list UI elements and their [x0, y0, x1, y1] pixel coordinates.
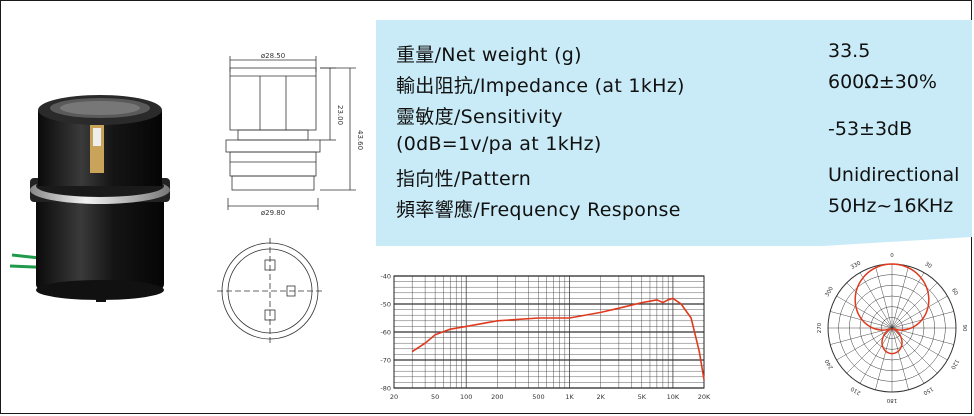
polar-angle-label: 30 [923, 261, 932, 270]
polar-angle-label: 180 [886, 397, 897, 403]
polar-angle-label: 330 [850, 260, 863, 271]
polar-angle-label: 210 [850, 385, 863, 396]
spec-pattern-label: 指向性/Pattern [396, 168, 532, 190]
capsule-photo [9, 95, 170, 302]
polar-grid-spoke [891, 272, 925, 329]
y-tick-label: -40 [380, 273, 391, 281]
chart-plot-border [393, 275, 705, 389]
spec-impedance-label: 輸出阻抗/Impedance (at 1kHz) [396, 75, 685, 97]
y-tick-label: -70 [380, 357, 391, 365]
polar-angle-label: 270 [817, 322, 823, 333]
polar-angle-label: 0 [890, 253, 894, 259]
spec-weight-value: 33.5 [828, 40, 871, 62]
spec-frequency-label: 頻率響應/Frequency Response [396, 199, 681, 221]
spec-frequency-value: 50Hz~16KHz [828, 195, 954, 217]
polar-grid-spoke [846, 282, 893, 329]
polar-grid-spoke [859, 272, 893, 329]
polar-grid-spoke [891, 327, 925, 384]
spec-impedance-value: 600Ω±30% [828, 71, 937, 93]
x-tick-label: 5K [638, 393, 647, 401]
x-tick-label: 500 [532, 393, 544, 401]
y-tick-label: -80 [380, 385, 391, 393]
y-tick-label: -50 [380, 301, 391, 309]
side-view-drawing: ø28.50 ø29.80 23.00 43.60 [225, 52, 364, 217]
height-total-label: 43.60 [356, 130, 364, 150]
polar-pattern-line [854, 263, 930, 355]
polar-grid-spoke [836, 327, 893, 361]
top-dim-label: ø28.50 [261, 52, 285, 60]
polar-grid-spoke [859, 327, 893, 384]
polar-grid-spoke [891, 311, 954, 329]
spec-sensitivity-label: 靈敏度/Sensitivity [396, 106, 563, 128]
polar-grid-spoke [836, 295, 893, 329]
x-tick-label: 2K [596, 393, 605, 401]
polar-grid-spoke [891, 266, 909, 329]
spec-pattern-value: Unidirectional [828, 164, 960, 186]
bottom-dim-label: ø29.80 [261, 209, 285, 217]
x-tick-label: 20 [390, 393, 398, 401]
polar-angle-label: 90 [961, 325, 967, 332]
polar-pattern-chart: 0 30 60 90 120 150 180 210 240 270 300 330 [817, 253, 967, 403]
bottom-view-drawing [217, 238, 323, 344]
polar-grid-spoke [891, 295, 948, 329]
x-tick-label: 200 [491, 393, 503, 401]
spec-panel [376, 20, 972, 246]
x-tick-label: 50 [431, 393, 439, 401]
spec-sensitivity-condition: (0dB=1v/pa at 1kHz) [396, 133, 602, 155]
polar-grid-spoke [875, 266, 893, 329]
x-tick-label: 10K [667, 393, 680, 401]
polar-angle-label: 120 [949, 358, 960, 371]
polar-angle-label: 240 [824, 358, 835, 371]
x-tick-label: 20K [698, 393, 711, 401]
x-tick-label: 100 [460, 393, 472, 401]
spec-sensitivity-value: -53±3dB [828, 118, 913, 140]
polar-grid-spoke [891, 327, 909, 390]
polar-grid-spoke [891, 327, 948, 361]
polar-angle-label: 60 [950, 287, 959, 296]
y-tick-label: -60 [380, 329, 391, 337]
polar-angle-label: 300 [824, 286, 835, 299]
frequency-response-line [411, 297, 705, 380]
polar-grid-spoke [875, 327, 893, 390]
x-tick-label: 1K [565, 393, 574, 401]
spec-weight-label: 重量/Net weight (g) [396, 44, 582, 66]
polar-grid-spoke [891, 282, 938, 329]
polar-angle-label: 150 [922, 385, 935, 396]
height-inner-label: 23.00 [336, 105, 344, 125]
polar-grid-spoke [830, 311, 893, 329]
